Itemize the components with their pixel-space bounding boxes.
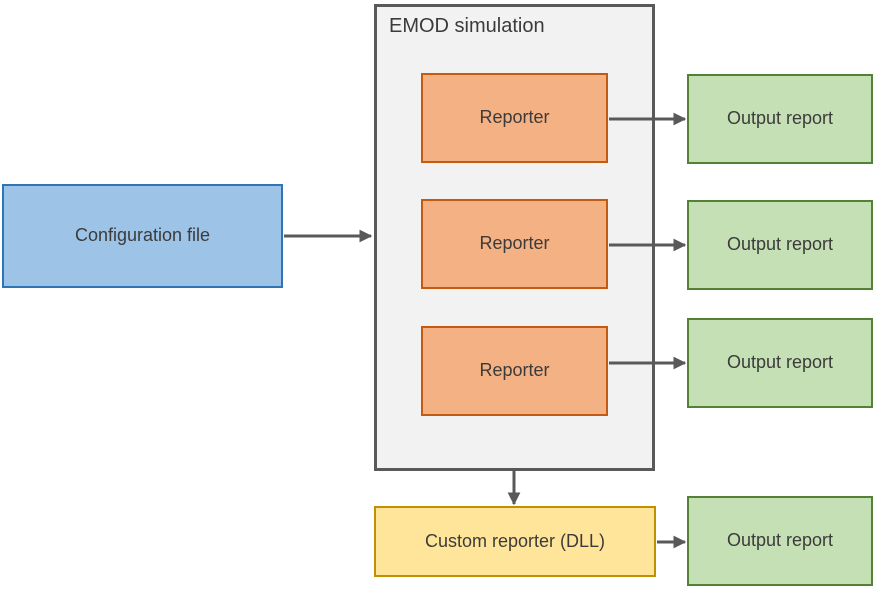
- emod-simulation-title: EMOD simulation: [389, 15, 545, 37]
- output-report-node-4: Output report: [687, 496, 873, 586]
- configuration-file-label: Configuration file: [74, 225, 211, 246]
- reporter-node-3: Reporter: [421, 326, 608, 416]
- custom-reporter-dll-node: Custom reporter (DLL): [374, 506, 656, 577]
- output-report-node-3: Output report: [687, 318, 873, 408]
- reporter-node-1: Reporter: [421, 73, 608, 163]
- output-report-node-2: Output report: [687, 200, 873, 290]
- output-report-label: Output report: [726, 108, 834, 129]
- output-report-label: Output report: [726, 530, 834, 551]
- reporter-label: Reporter: [479, 360, 550, 381]
- output-report-label: Output report: [726, 352, 834, 373]
- reporter-node-2: Reporter: [421, 199, 608, 289]
- reporter-label: Reporter: [479, 233, 550, 254]
- configuration-file-node: Configuration file: [2, 184, 283, 288]
- output-report-label: Output report: [726, 234, 834, 255]
- reporter-label: Reporter: [479, 107, 550, 128]
- output-report-node-1: Output report: [687, 74, 873, 164]
- custom-reporter-dll-label: Custom reporter (DLL): [424, 530, 606, 551]
